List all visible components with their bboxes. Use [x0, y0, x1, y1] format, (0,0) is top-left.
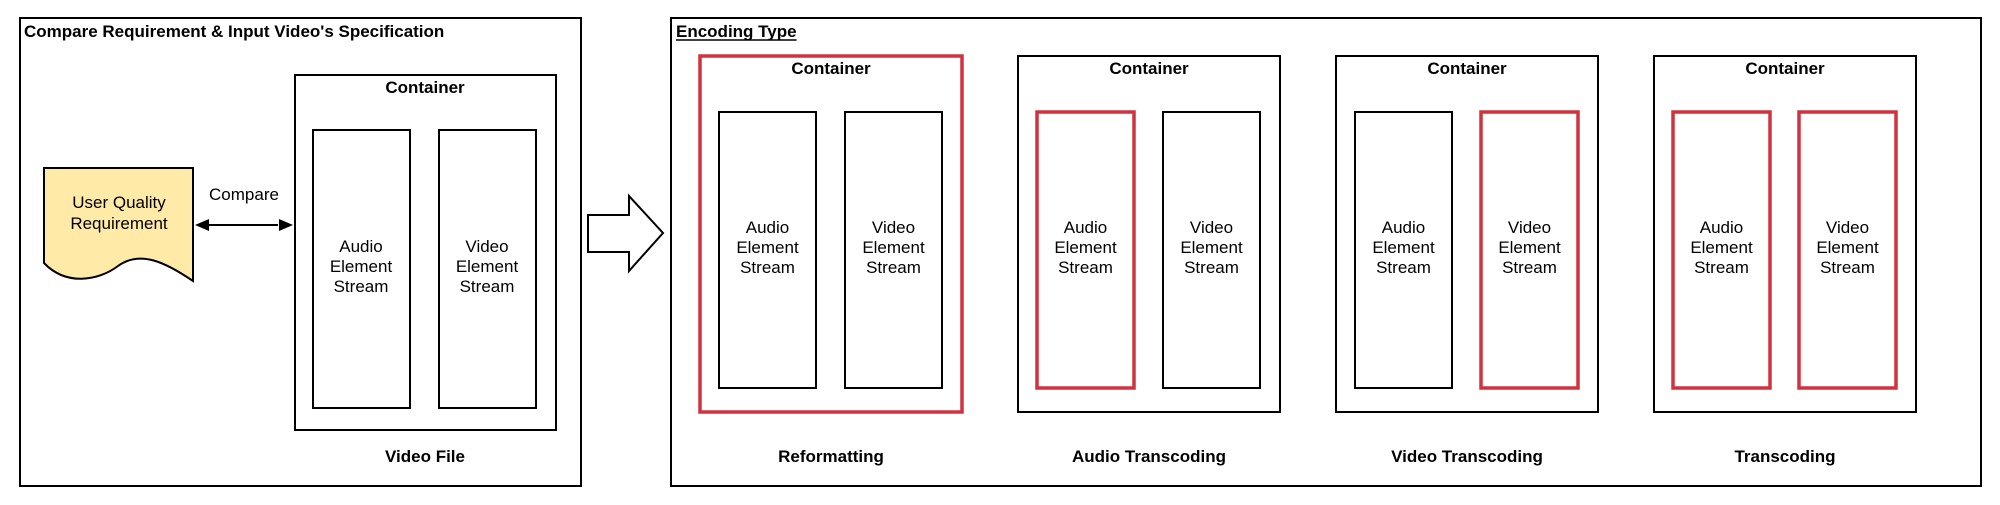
audio-stream-box [1354, 111, 1453, 389]
audio-stream-box [312, 129, 411, 409]
left-panel-title: Compare Requirement & Input Video's Spec… [24, 22, 444, 41]
audio-stream-box [1671, 110, 1772, 390]
container-title: Container [385, 78, 465, 97]
video-stream-label-2: Element [1498, 238, 1561, 257]
audio-stream-label-2: Element [1690, 238, 1753, 257]
video-stream-box [1162, 111, 1261, 389]
video-stream-label-3: Stream [866, 258, 921, 277]
audio-stream-label-3: Stream [1058, 258, 1113, 277]
compare-arrowhead-left [195, 219, 209, 231]
video-stream-box [438, 129, 537, 409]
container-title: Container [791, 59, 871, 78]
video-stream-label-2: Element [456, 257, 519, 276]
audio-stream-label-2: Element [330, 257, 393, 276]
encoding-type-title: Encoding Type [676, 22, 797, 41]
audio-stream-label-3: Stream [740, 258, 795, 277]
audio-stream-box [718, 111, 817, 389]
video-file-caption: Video File [385, 447, 465, 466]
container-frame [1653, 55, 1917, 413]
container-frame [1335, 55, 1599, 413]
audio-stream-label-1: Audio [1064, 218, 1107, 237]
container-frame [1017, 55, 1281, 413]
encoding-type-transcoding: ContainerAudioElementStreamVideoElementS… [1653, 55, 1917, 466]
container-title: Container [1745, 59, 1825, 78]
document-shape [43, 167, 194, 283]
left-panel: Compare Requirement & Input Video's Spec… [19, 17, 582, 487]
compare-arrowhead-right [279, 219, 293, 231]
video-stream-label-2: Element [1180, 238, 1243, 257]
video-stream-label-2: Element [862, 238, 925, 257]
video-stream-label-3: Stream [1820, 258, 1875, 277]
video-stream-label-3: Stream [1184, 258, 1239, 277]
compare-connector: Compare [195, 185, 293, 231]
container-frame [294, 74, 557, 431]
container-title: Container [1427, 59, 1507, 78]
audio-stream-label-2: Element [736, 238, 799, 257]
audio-stream-label-3: Stream [1376, 258, 1431, 277]
flow-arrow-icon [587, 193, 665, 274]
video-stream-label-1: Video [1190, 218, 1233, 237]
video-stream-label-2: Element [1816, 238, 1879, 257]
audio-stream-label-1: Audio [1700, 218, 1743, 237]
right-panel: Encoding Type ContainerAudioElementStrea… [670, 17, 1982, 487]
audio-stream-label-2: Element [1054, 238, 1117, 257]
audio-stream-label-1: Audio [339, 237, 382, 256]
requirement-label-line1: User Quality [72, 193, 166, 212]
video-stream-label-1: Video [1826, 218, 1869, 237]
audio-stream-label-1: Audio [746, 218, 789, 237]
video-stream-label-3: Stream [1502, 258, 1557, 277]
compare-label: Compare [209, 185, 279, 204]
requirement-label-line2: Requirement [70, 214, 168, 233]
right-panel-frame [670, 17, 1982, 487]
audio-stream-label-3: Stream [334, 277, 389, 296]
user-quality-requirement-doc: User Quality Requirement [43, 167, 194, 283]
encoding-type-reformatting: ContainerAudioElementStreamVideoElementS… [698, 54, 964, 466]
encoding-type-video-transcoding: ContainerAudioElementStreamVideoElementS… [1335, 55, 1599, 466]
audio-stream-label-2: Element [1372, 238, 1435, 257]
video-stream-box [1797, 110, 1898, 390]
container-frame [698, 54, 964, 414]
video-stream-label-1: Video [465, 237, 508, 256]
encoding-type-caption: Transcoding [1734, 447, 1835, 466]
audio-stream-label-3: Stream [1694, 258, 1749, 277]
video-stream-box [844, 111, 943, 389]
encoding-type-caption: Audio Transcoding [1072, 447, 1226, 466]
audio-stream-label-1: Audio [1382, 218, 1425, 237]
video-stream-label-1: Video [872, 218, 915, 237]
audio-element-stream: Audio Element Stream [312, 129, 411, 409]
video-element-stream: Video Element Stream [438, 129, 537, 409]
left-panel-frame [19, 17, 582, 487]
video-stream-box [1479, 110, 1580, 390]
audio-stream-box [1035, 110, 1136, 390]
video-stream-label-1: Video [1508, 218, 1551, 237]
video-file-container: Container Audio Element Stream Video Ele… [294, 74, 557, 431]
encoding-type-caption: Reformatting [778, 447, 884, 466]
encoding-type-caption: Video Transcoding [1391, 447, 1543, 466]
encoding-type-audio-transcoding: ContainerAudioElementStreamVideoElementS… [1017, 55, 1281, 466]
video-stream-label-3: Stream [460, 277, 515, 296]
container-title: Container [1109, 59, 1189, 78]
encoding-types: ContainerAudioElementStreamVideoElementS… [698, 54, 1917, 466]
